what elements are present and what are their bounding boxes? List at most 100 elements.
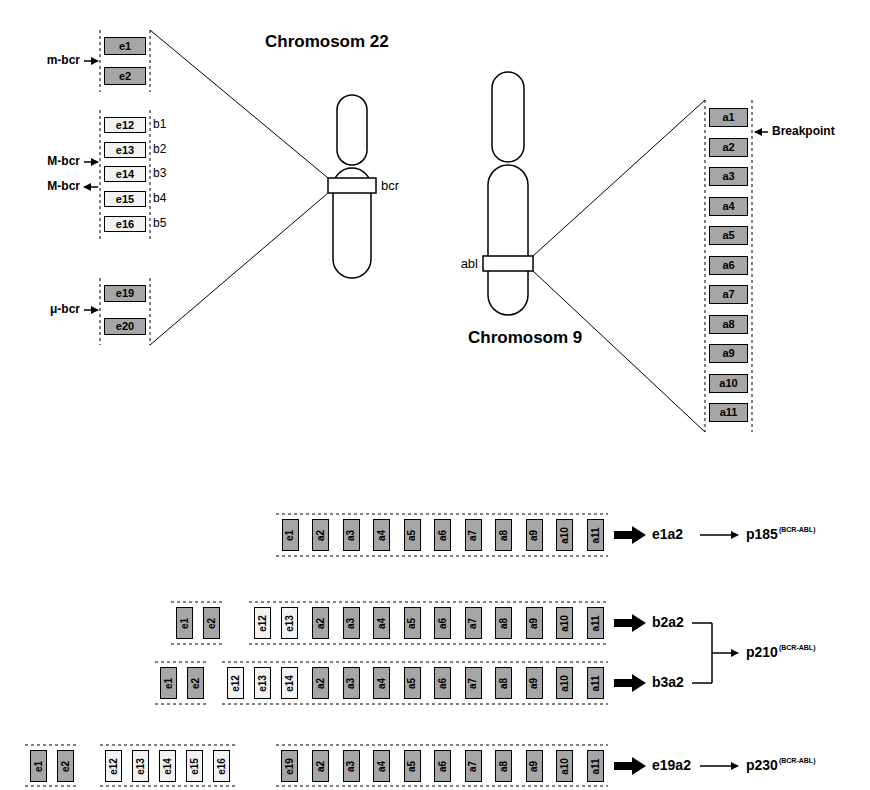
exon-label: a8 xyxy=(722,318,734,330)
exon-label: e1 xyxy=(33,760,44,771)
exon-label: a4 xyxy=(376,617,387,628)
exon-box: a4 xyxy=(373,667,390,699)
exon-box: a9 xyxy=(526,750,543,782)
exon-box: e20 xyxy=(104,318,146,335)
exon-label: a2 xyxy=(315,677,326,688)
exon-box: e1 xyxy=(30,750,47,782)
exon-label: a9 xyxy=(722,347,734,359)
exon-box: a6 xyxy=(709,256,748,275)
chromosome-arm xyxy=(488,165,528,315)
exon-box: e2 xyxy=(104,67,146,85)
zoom-line xyxy=(150,30,328,178)
exon-box: a9 xyxy=(526,607,543,639)
breakpoint-region-label: μ-bcr xyxy=(50,303,80,316)
exon-label: a3 xyxy=(346,760,357,771)
transcript-frames xyxy=(25,514,608,786)
exon-label: e2 xyxy=(206,617,217,628)
exon-box: a7 xyxy=(465,607,482,639)
exon-box: e15 xyxy=(104,191,146,207)
frame-edge xyxy=(155,704,209,705)
exon-box: e16 xyxy=(104,216,146,232)
exon-label: a9 xyxy=(529,677,540,688)
exon-box: a1 xyxy=(709,108,748,127)
exon-label: a10 xyxy=(719,377,737,389)
exon-box: a2 xyxy=(312,667,329,699)
exon-label: a3 xyxy=(722,170,734,182)
exon-label: e13 xyxy=(135,758,146,775)
exon-box: e12 xyxy=(105,750,122,782)
exon-label: a5 xyxy=(407,529,418,540)
exon-label: a9 xyxy=(529,529,540,540)
exon-box: a2 xyxy=(312,750,329,782)
exon-label: a7 xyxy=(468,529,479,540)
breakpoint-region-label: m-bcr xyxy=(47,54,80,67)
exon-box: a7 xyxy=(465,750,482,782)
frame-edge xyxy=(276,514,608,515)
exon-label: a5 xyxy=(407,677,418,688)
frame-edge xyxy=(222,704,608,705)
exon-box: a9 xyxy=(526,519,543,551)
exon-box: e1 xyxy=(104,37,146,55)
exon-box: a6 xyxy=(434,607,451,639)
strip-edge xyxy=(150,278,151,345)
transcript-name: e19a2 xyxy=(652,757,691,773)
exon-label: a8 xyxy=(498,760,509,771)
exon-label: e15 xyxy=(189,758,200,775)
frame-edge xyxy=(276,556,608,557)
protein-name: p230 xyxy=(746,758,778,773)
exon-label: a2 xyxy=(315,760,326,771)
exon-label: a6 xyxy=(437,677,448,688)
arrow xyxy=(84,161,98,163)
exon-box: a6 xyxy=(434,667,451,699)
strip-edge xyxy=(752,100,753,432)
exon-box: a4 xyxy=(373,519,390,551)
exon-label: e13 xyxy=(257,675,268,692)
block-arrows xyxy=(614,526,646,775)
exon-label: a11 xyxy=(720,406,738,418)
exon-label: a5 xyxy=(407,760,418,771)
exon-box: a9 xyxy=(526,667,543,699)
exon-box: a8 xyxy=(495,667,512,699)
exon-label: a2 xyxy=(315,529,326,540)
exon-label: a4 xyxy=(722,200,734,212)
transcript-name: b2a2 xyxy=(652,614,684,630)
exon-box: a2 xyxy=(312,519,329,551)
exon-label: e13 xyxy=(284,615,295,632)
strip-edge xyxy=(705,100,706,432)
exon-box: a6 xyxy=(434,519,451,551)
exon-label: e15 xyxy=(116,193,134,205)
exon-label: a9 xyxy=(529,760,540,771)
exon-box: a3 xyxy=(709,167,748,186)
strip-edge xyxy=(100,278,101,345)
exon-label: a6 xyxy=(722,259,734,271)
exon-box: e14 xyxy=(159,750,176,782)
frame-edge xyxy=(25,786,79,787)
exon-label: a8 xyxy=(498,617,509,628)
exon-label: e12 xyxy=(230,675,241,692)
breakpoint-region-label: M-bcr xyxy=(47,155,80,168)
exon-box: a2 xyxy=(709,138,748,157)
breakpoint-region-label: μ-bcr xyxy=(50,302,80,316)
exon-box: a8 xyxy=(709,315,748,334)
exon-label: e14 xyxy=(162,758,173,775)
breakpoint-region-label: m-bcr xyxy=(47,53,80,67)
chromosome-arm xyxy=(492,72,524,162)
exon-box: a3 xyxy=(343,750,360,782)
exon-label: e2 xyxy=(60,760,71,771)
exon-box: a8 xyxy=(495,519,512,551)
exon-box: a5 xyxy=(404,667,421,699)
protein-superscript: (BCR-ABL) xyxy=(779,757,816,764)
exon-label: a6 xyxy=(437,529,448,540)
arrow xyxy=(755,131,768,133)
exon-label: a7 xyxy=(468,677,479,688)
gene-label: bcr xyxy=(381,179,399,193)
exon-label: a11 xyxy=(590,615,601,631)
exon-label: a5 xyxy=(722,229,734,241)
exon-box: e15 xyxy=(186,750,203,782)
zoom-line xyxy=(150,193,328,345)
exon-box: a4 xyxy=(709,197,748,216)
exon-box: a5 xyxy=(404,750,421,782)
exon-box: e13 xyxy=(104,142,146,158)
zoom-line xyxy=(533,271,705,432)
bcr-region xyxy=(328,178,376,193)
